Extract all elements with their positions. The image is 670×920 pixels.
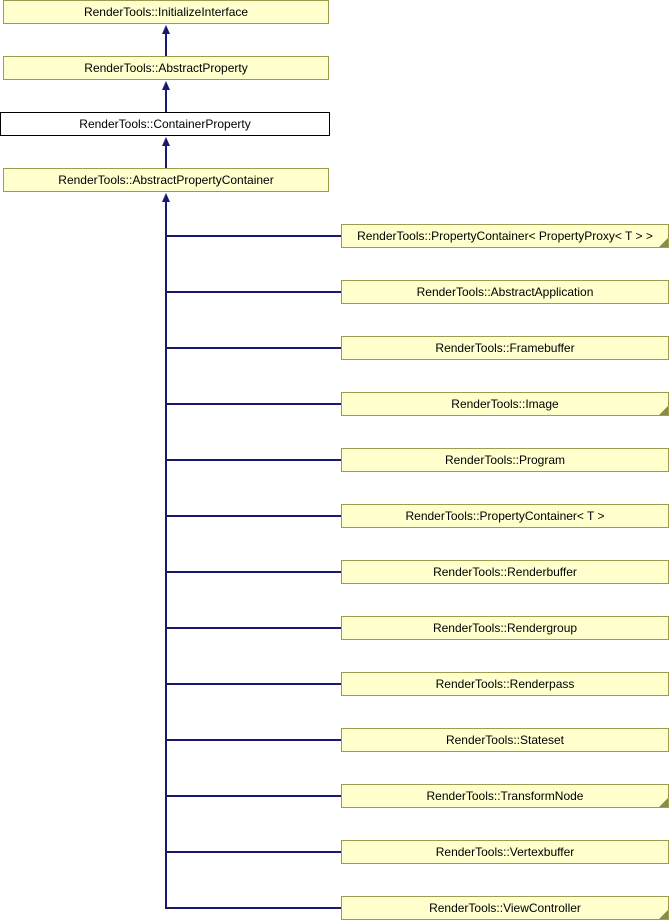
- class-node-renderpass[interactable]: RenderTools::Renderpass: [341, 672, 669, 696]
- branch-edge: [165, 851, 341, 853]
- class-node-label: RenderTools::PropertyContainer< Property…: [357, 229, 653, 243]
- inheritance-edge: [165, 89, 167, 112]
- class-node-label: RenderTools::Stateset: [445, 733, 565, 747]
- arrow-up-icon: [162, 137, 170, 146]
- branch-edge: [165, 683, 341, 685]
- class-node-image[interactable]: RenderTools::Image: [341, 392, 669, 416]
- class-node-label: RenderTools::Renderpass: [435, 677, 575, 691]
- branch-edge: [165, 739, 341, 741]
- branch-edge: [165, 627, 341, 629]
- inheritance-trunk-edge: [165, 201, 167, 909]
- class-node-view-controller[interactable]: RenderTools::ViewController: [341, 896, 669, 920]
- inheritance-edge: [165, 33, 167, 56]
- class-node-abstract-property-container[interactable]: RenderTools::AbstractPropertyContainer: [3, 168, 329, 192]
- truncated-corner-icon: [659, 910, 668, 919]
- class-node-label: RenderTools::Renderbuffer: [433, 565, 577, 579]
- class-node-vertexbuffer[interactable]: RenderTools::Vertexbuffer: [341, 840, 669, 864]
- class-node-label: RenderTools::ViewController: [429, 901, 581, 915]
- truncated-corner-icon: [659, 406, 668, 415]
- class-node-program[interactable]: RenderTools::Program: [341, 448, 669, 472]
- branch-edge: [165, 571, 341, 573]
- branch-edge: [165, 235, 341, 237]
- branch-edge: [165, 403, 341, 405]
- class-node-abstract-property[interactable]: RenderTools::AbstractProperty: [3, 56, 329, 80]
- class-node-rendergroup[interactable]: RenderTools::Rendergroup: [341, 616, 669, 640]
- arrow-up-icon: [162, 193, 170, 202]
- branch-edge: [165, 459, 341, 461]
- class-node-abstract-application[interactable]: RenderTools::AbstractApplication: [341, 280, 669, 304]
- arrow-up-icon: [162, 25, 170, 34]
- class-node-initialize-interface[interactable]: RenderTools::InitializeInterface: [3, 0, 329, 24]
- class-node-framebuffer[interactable]: RenderTools::Framebuffer: [341, 336, 669, 360]
- class-node-property-container-t[interactable]: RenderTools::PropertyContainer< T >: [341, 504, 669, 528]
- class-node-label: RenderTools::Framebuffer: [435, 341, 575, 355]
- arrow-up-icon: [162, 81, 170, 90]
- class-node-label: RenderTools::Vertexbuffer: [435, 845, 575, 859]
- class-node-container-property-current: RenderTools::ContainerProperty: [0, 112, 330, 136]
- class-node-renderbuffer[interactable]: RenderTools::Renderbuffer: [341, 560, 669, 584]
- branch-edge: [165, 907, 341, 909]
- truncated-corner-icon: [659, 238, 668, 247]
- class-node-stateset[interactable]: RenderTools::Stateset: [341, 728, 669, 752]
- class-node-property-container-proxy[interactable]: RenderTools::PropertyContainer< Property…: [341, 224, 669, 248]
- branch-edge: [165, 515, 341, 517]
- class-node-label: RenderTools::TransformNode: [426, 789, 584, 803]
- branch-edge: [165, 291, 341, 293]
- class-node-label: RenderTools::AbstractApplication: [416, 285, 594, 299]
- truncated-corner-icon: [659, 798, 668, 807]
- class-node-label: RenderTools::PropertyContainer< T >: [405, 509, 605, 523]
- class-node-label: RenderTools::Rendergroup: [432, 621, 578, 635]
- branch-edge: [165, 347, 341, 349]
- branch-edge: [165, 795, 341, 797]
- inheritance-edge: [165, 145, 167, 168]
- class-node-label: RenderTools::Image: [451, 397, 559, 411]
- class-node-transform-node[interactable]: RenderTools::TransformNode: [341, 784, 669, 808]
- class-node-label: RenderTools::Program: [444, 453, 566, 467]
